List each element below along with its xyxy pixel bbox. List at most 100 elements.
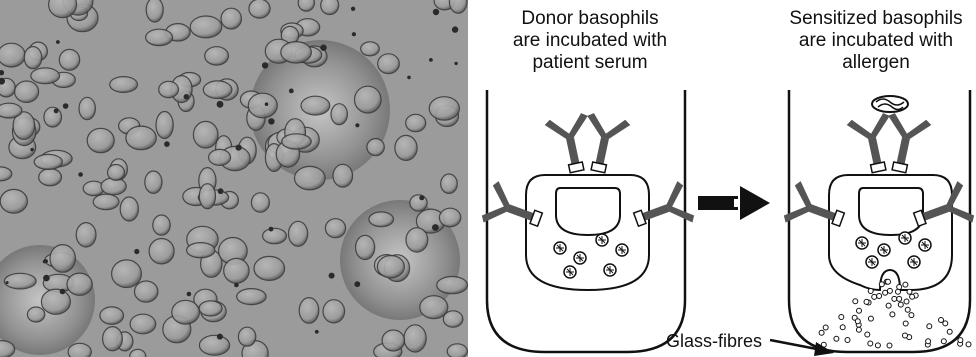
cell bbox=[203, 81, 232, 99]
cell bbox=[237, 289, 266, 305]
cell bbox=[199, 335, 229, 355]
mediator bbox=[879, 282, 884, 287]
cell bbox=[299, 298, 319, 324]
antibody bbox=[576, 112, 631, 176]
cell-nucleus bbox=[184, 94, 189, 99]
basophil-cell-left bbox=[526, 175, 649, 290]
mediator bbox=[857, 308, 862, 313]
cell bbox=[301, 96, 330, 115]
cell-nucleus bbox=[187, 292, 192, 297]
mediator bbox=[941, 339, 946, 344]
cell bbox=[437, 277, 468, 294]
cell bbox=[59, 49, 79, 70]
cell-nucleus bbox=[217, 101, 224, 108]
cell bbox=[103, 327, 123, 351]
mediator bbox=[886, 303, 891, 308]
cell-nucleus bbox=[44, 259, 48, 263]
cell-nucleus bbox=[355, 123, 359, 127]
cell-nucleus bbox=[236, 145, 242, 151]
cell bbox=[367, 139, 384, 156]
cell bbox=[87, 128, 114, 152]
cell bbox=[149, 239, 174, 264]
caption-donor-basophils: Donor basophils are incubated with patie… bbox=[495, 8, 685, 74]
cell-nucleus bbox=[234, 283, 239, 288]
cell-nucleus bbox=[351, 7, 355, 11]
cell bbox=[0, 43, 25, 67]
cell-nucleus bbox=[60, 289, 66, 295]
mediator bbox=[887, 343, 892, 348]
cell bbox=[0, 189, 27, 213]
cell bbox=[4, 273, 36, 289]
mediator bbox=[875, 343, 880, 348]
cell bbox=[76, 223, 96, 247]
basophil-cell-right bbox=[829, 175, 952, 290]
cell bbox=[238, 327, 255, 346]
cell-nucleus bbox=[429, 58, 433, 62]
cell bbox=[0, 103, 22, 118]
cell bbox=[441, 174, 458, 193]
cell-nucleus bbox=[452, 26, 458, 32]
cell bbox=[199, 184, 215, 209]
mediator bbox=[898, 302, 903, 307]
cell bbox=[193, 121, 218, 148]
cell bbox=[146, 29, 173, 45]
cell bbox=[27, 307, 44, 322]
caption-line: are incubated with bbox=[776, 30, 976, 52]
cell bbox=[404, 325, 426, 352]
cell-nucleus bbox=[268, 118, 274, 124]
cell bbox=[254, 256, 285, 280]
mediator bbox=[868, 289, 873, 294]
cell bbox=[331, 104, 347, 125]
cell bbox=[406, 228, 428, 252]
mediator bbox=[947, 329, 952, 334]
cell bbox=[406, 114, 426, 131]
mediator bbox=[887, 288, 892, 293]
glass-fibres-label: Glass-fibres bbox=[666, 330, 762, 352]
mediator bbox=[927, 324, 932, 329]
cell-nucleus bbox=[315, 330, 319, 334]
cell-nucleus bbox=[329, 273, 335, 279]
cell-nucleus bbox=[352, 32, 356, 36]
mediator bbox=[865, 332, 870, 337]
basophil-micrograph bbox=[0, 0, 468, 357]
caption-line: are incubated with bbox=[495, 30, 685, 52]
cell bbox=[221, 8, 241, 29]
mediator bbox=[883, 290, 888, 295]
cell bbox=[289, 221, 308, 246]
cell bbox=[378, 54, 400, 74]
mediator bbox=[864, 299, 869, 304]
cell bbox=[249, 0, 270, 18]
cell-nucleus bbox=[269, 227, 274, 232]
mediator bbox=[903, 333, 908, 338]
antibody bbox=[544, 112, 599, 176]
cell bbox=[429, 97, 459, 120]
allergen-icon bbox=[872, 96, 908, 112]
cell bbox=[356, 235, 375, 259]
mediator bbox=[958, 338, 963, 343]
cell bbox=[156, 112, 173, 139]
cell-nucleus bbox=[432, 224, 439, 231]
mediator bbox=[819, 330, 824, 335]
mediator bbox=[939, 318, 944, 323]
mediator bbox=[853, 299, 858, 304]
mediator bbox=[845, 338, 850, 343]
cell bbox=[50, 245, 75, 273]
cell-nucleus bbox=[262, 62, 268, 68]
cell bbox=[282, 134, 311, 149]
cell bbox=[410, 195, 427, 211]
mediator bbox=[868, 341, 873, 346]
cell bbox=[199, 301, 222, 316]
cell bbox=[323, 300, 345, 323]
cell bbox=[41, 289, 70, 314]
cell bbox=[382, 330, 404, 351]
mediator bbox=[839, 315, 844, 320]
caption-line: allergen bbox=[776, 52, 976, 74]
cell bbox=[447, 344, 467, 357]
cell bbox=[205, 47, 229, 65]
cell bbox=[67, 273, 92, 295]
cell-nucleus bbox=[454, 62, 457, 65]
cell bbox=[281, 42, 312, 63]
cell bbox=[153, 215, 170, 235]
cell bbox=[325, 219, 345, 238]
cell bbox=[439, 208, 460, 227]
